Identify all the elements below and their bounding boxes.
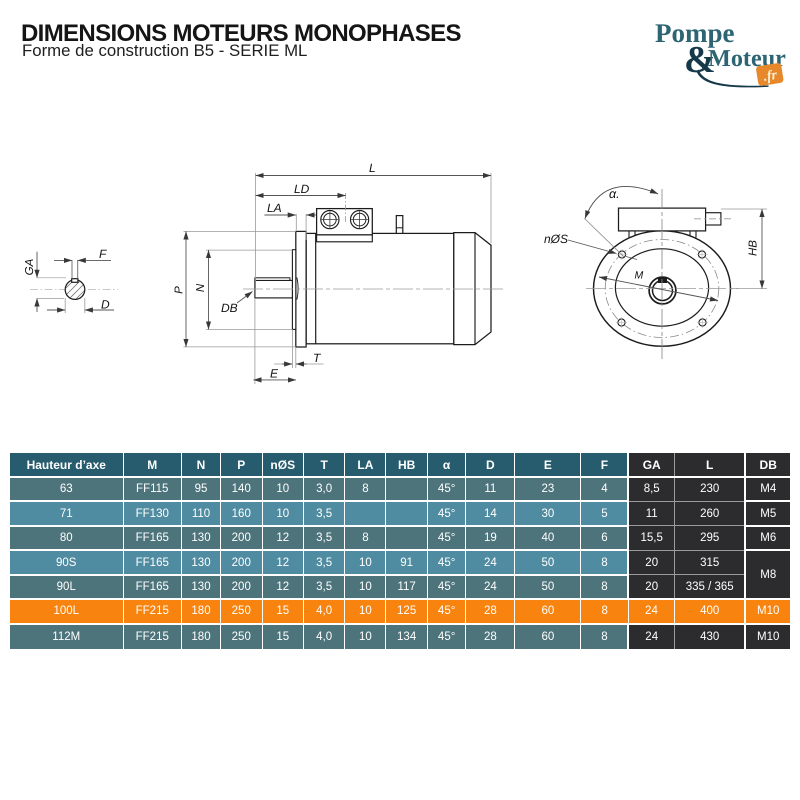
svg-text:E: E (270, 367, 279, 381)
svg-text:GA: GA (24, 258, 36, 275)
svg-text:N: N (195, 283, 207, 292)
svg-text:LD: LD (294, 182, 310, 196)
svg-text:M: M (635, 270, 644, 282)
svg-text:L: L (369, 161, 376, 175)
svg-text:T: T (313, 351, 322, 365)
svg-text:Pompe: Pompe (655, 18, 735, 48)
svg-text:.fr: .fr (762, 68, 778, 85)
svg-text:nØS: nØS (544, 232, 568, 246)
svg-text:F: F (99, 247, 107, 261)
svg-text:HB: HB (748, 240, 760, 256)
svg-text:α.: α. (609, 187, 620, 201)
svg-text:LA: LA (267, 201, 282, 215)
svg-text:P: P (174, 286, 186, 294)
svg-text:D: D (101, 298, 110, 312)
svg-text:DB: DB (221, 301, 238, 315)
